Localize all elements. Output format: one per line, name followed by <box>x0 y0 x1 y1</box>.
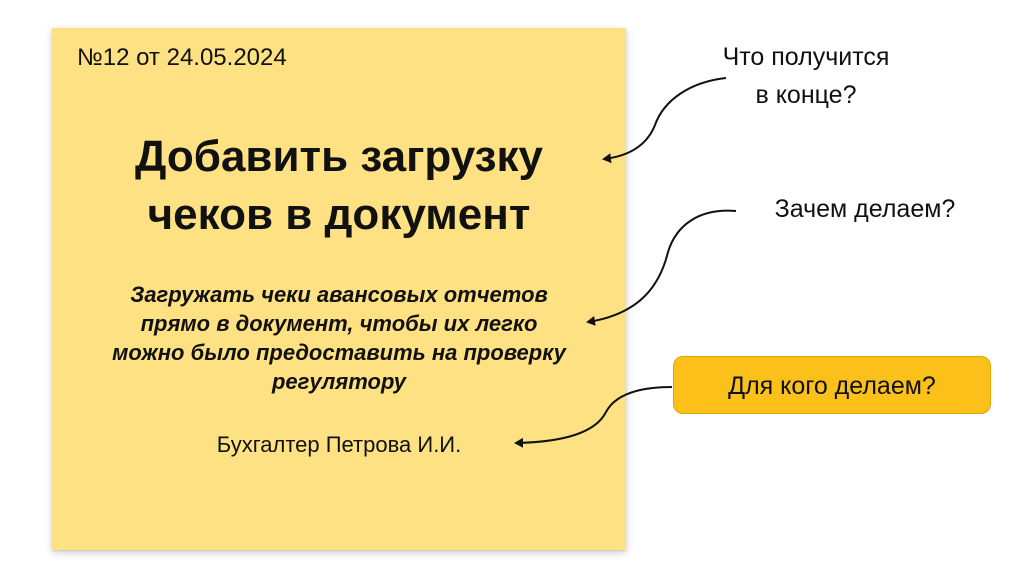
callout-why: Зачем делаем? <box>774 195 956 223</box>
callout-result-line-2: в конце? <box>755 81 857 109</box>
note-number-date: №12 от 24.05.2024 <box>77 44 287 71</box>
arrow-to-description <box>586 209 737 326</box>
note-description-line-1: Загружать чеки авансовых отчетов <box>130 282 548 307</box>
callout-who-highlight: Для кого делаем? <box>673 356 991 414</box>
callout-result-line-1: Что получится <box>722 43 890 71</box>
arrow-to-author <box>514 386 673 448</box>
note-title-line-1: Добавить загрузку <box>135 132 543 181</box>
note-title-line-2: чеков в документ <box>147 190 531 239</box>
sticky-note: №12 от 24.05.2024 Добавить загрузку чеко… <box>52 28 626 550</box>
note-description-line-3: можно было предоставить на проверку <box>112 340 566 365</box>
note-title: Добавить загрузку чеков в документ <box>52 128 626 244</box>
callout-result: Что получится в конце? <box>686 38 926 114</box>
note-description-line-2: прямо в документ, чтобы их легко <box>140 311 538 336</box>
arrow-to-title <box>602 77 727 164</box>
note-description-line-4: регулятору <box>271 369 407 394</box>
note-description: Загружать чеки авансовых отчетов прямо в… <box>52 280 626 396</box>
note-author: Бухгалтер Петрова И.И. <box>216 432 462 457</box>
